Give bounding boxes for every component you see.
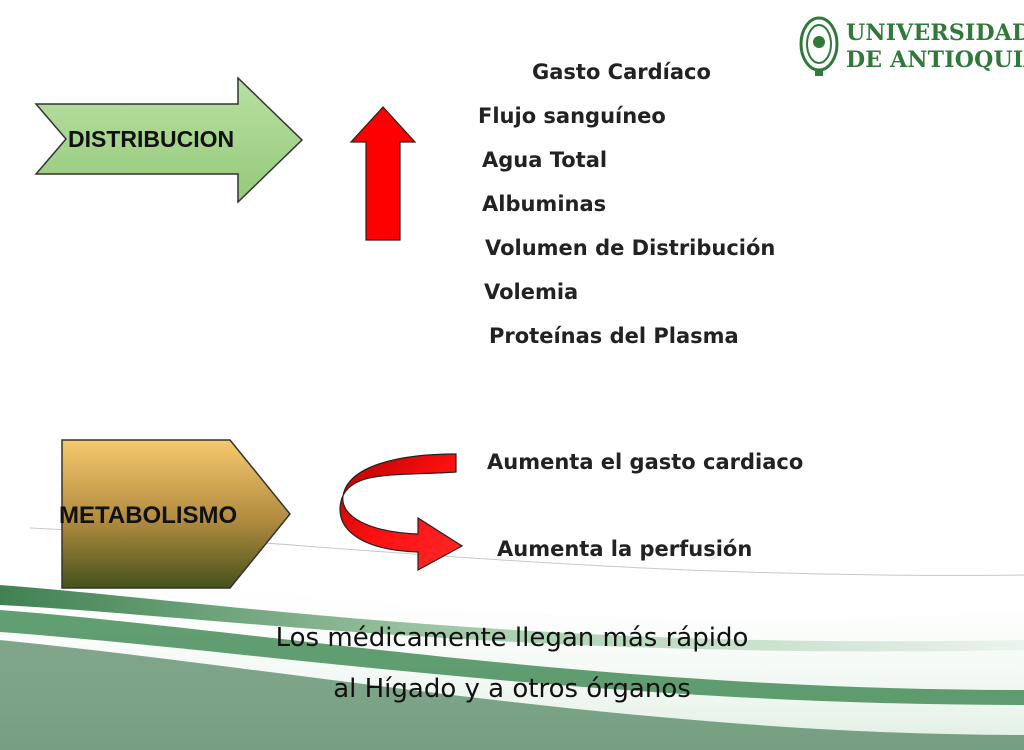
distribution-item-volemia: Volemia [484, 280, 579, 304]
curved-arrow-icon [339, 453, 464, 572]
metabolism-effect-perfusion: Aumenta la perfusión [497, 537, 753, 561]
university-logo: UNIVERSIDAD DE ANTIOQUIA [798, 12, 1024, 84]
distribution-label: DISTRIBUCION [68, 126, 235, 152]
distribution-item-agua-total: Agua Total [482, 148, 608, 172]
distribution-item-albuminas: Albuminas [482, 192, 607, 216]
metabolism-effect-gasto-cardiaco: Aumenta el gasto cardiaco [487, 450, 804, 474]
metabolism-label: METABOLISMO [59, 502, 238, 529]
conclusion-line-2: al Hígado y a otros órganos [333, 674, 691, 704]
increase-arrow-icon [349, 106, 417, 241]
university-crest-icon [799, 16, 839, 76]
distribution-arrow-shape [34, 76, 304, 204]
logo-line-2: DE ANTIOQUIA [846, 47, 1024, 73]
metabolism-shape [61, 439, 291, 589]
logo-line-1: UNIVERSIDAD [846, 20, 1024, 46]
distribution-item-proteinas-plasma: Proteínas del Plasma [489, 324, 739, 348]
distribution-item-gasto-cardiaco: Gasto Cardíaco [532, 60, 711, 84]
distribution-item-flujo-sanguineo: Flujo sanguíneo [478, 104, 666, 128]
distribution-item-volumen-distribucion: Volumen de Distribución [485, 236, 776, 260]
conclusion-line-1: Los médicamente llegan más rápido [275, 623, 749, 653]
